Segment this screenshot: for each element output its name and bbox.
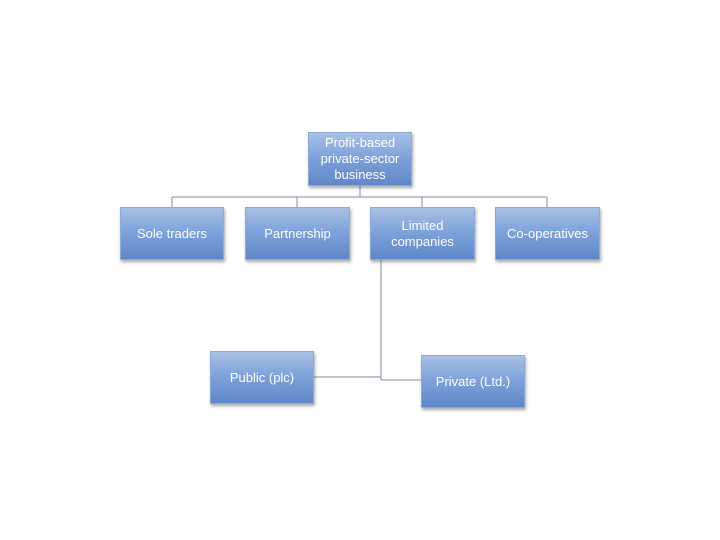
node-public-plc: Public (plc) <box>210 351 314 404</box>
node-partnership: Partnership <box>245 207 350 260</box>
node-sole-traders: Sole traders <box>120 207 224 260</box>
node-private-ltd: Private (Ltd.) <box>421 355 525 408</box>
node-limited-companies: Limited companies <box>370 207 475 260</box>
node-label: Co-operatives <box>507 225 588 241</box>
node-label: Sole traders <box>136 225 208 241</box>
node-label: Limited companies <box>391 217 454 249</box>
node-label: Partnership <box>264 225 331 241</box>
node-profit-based-business: Profit-based private-sector business <box>308 132 412 186</box>
node-label: Public (plc) <box>229 369 295 385</box>
node-co-operatives: Co-operatives <box>495 207 600 260</box>
node-label: Private (Ltd.) <box>435 373 511 389</box>
node-label: Profit-based private-sector business <box>320 135 400 182</box>
